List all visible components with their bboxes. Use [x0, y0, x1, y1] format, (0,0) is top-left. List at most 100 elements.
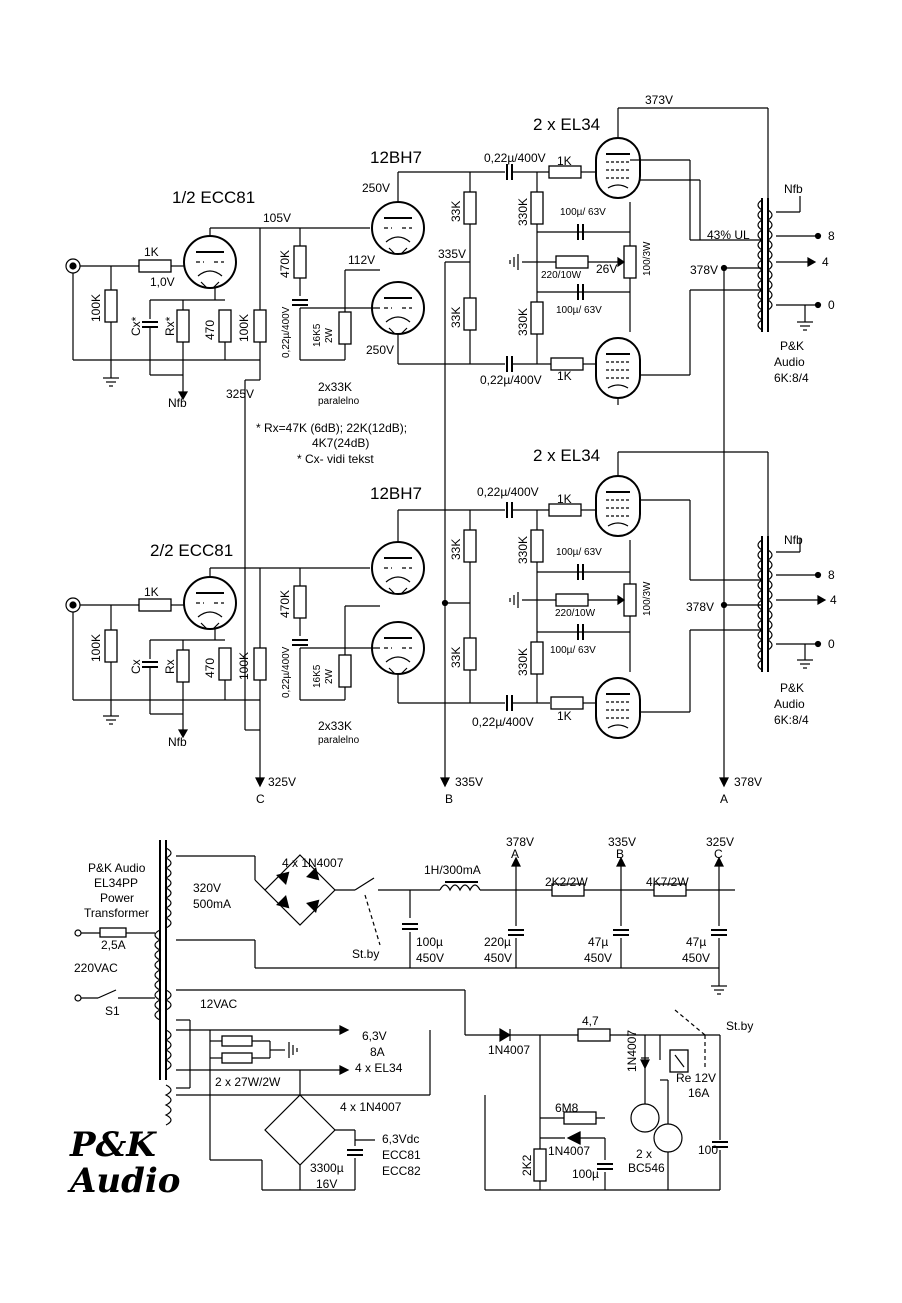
logo-line-2: Audio — [67, 1161, 180, 1201]
label-470-1: 470 — [203, 320, 217, 340]
note-cx: * Cx- vidi tekst — [297, 452, 374, 466]
label-cx-star: Cx* — [129, 316, 143, 336]
label-mains: 220VAC — [74, 961, 118, 975]
label-ps-b: B — [616, 847, 624, 861]
label-c220u-v: 450V — [484, 951, 512, 965]
label-node-c: C — [256, 792, 265, 806]
label-1k-g2: 1K — [557, 369, 572, 383]
label-fuse: 2,5A — [101, 938, 126, 952]
label-par-1b: paralelno — [318, 396, 360, 407]
label-nfb-ot1: Nfb — [784, 182, 803, 196]
label-1k-in1: 1K — [144, 245, 159, 259]
label-cx: Cx — [129, 659, 143, 674]
label-ecc81: ECC81 — [382, 1148, 421, 1162]
label-node-b: B — [445, 792, 453, 806]
label-33k-2: 33K — [449, 307, 463, 328]
label-ps-335v: 335V — [608, 835, 636, 849]
label-sec-320v: 320V — [193, 881, 221, 895]
label-ps-c: C — [714, 847, 723, 861]
label-ps-378v: 378V — [506, 835, 534, 849]
label-c100: 100 — [698, 1143, 718, 1157]
label-4-7: 4,7 — [582, 1014, 599, 1028]
label-100-3w-2: 100/3W — [642, 581, 653, 616]
label-par-2b: paralelno — [318, 735, 360, 746]
label-cap-top-1: 0,22µ/400V — [484, 151, 546, 165]
label-2x: 2 x — [636, 1147, 652, 1161]
label-373v: 373V — [645, 93, 673, 107]
label-100k-4: 100K — [237, 652, 251, 680]
note-rx: * Rx=47K (6dB); 22K(12dB); — [256, 421, 407, 435]
label-330k-2: 330K — [516, 308, 530, 336]
label-ot1-spec: 6K:8/4 — [774, 371, 809, 385]
label-1n4007-a: 1N4007 — [488, 1043, 530, 1057]
label-250v-a: 250V — [362, 181, 390, 195]
label-relay: Re 12V — [676, 1071, 716, 1085]
label-tap8-1: 8 — [828, 229, 835, 243]
label-100k-1: 100K — [89, 294, 103, 322]
label-ot2-audio: Audio — [774, 697, 805, 711]
label-1k-in2: 1K — [144, 585, 159, 599]
label-470k-1: 470K — [278, 250, 292, 278]
label-16k5-1: 16K5 — [312, 323, 323, 347]
label-cap-top-2: 0,22µ/400V — [480, 373, 542, 387]
power-supply — [74, 840, 735, 1191]
label-100-3w-1: 100/3W — [642, 241, 653, 276]
label-2w-1: 2W — [324, 327, 335, 343]
label-1k-g1: 1K — [557, 154, 572, 168]
label-335v-a: 335V — [438, 247, 466, 261]
label-1k-g3: 1K — [557, 492, 572, 506]
label-el34-bottom: 2 x EL34 — [533, 446, 600, 465]
label-pt-1: P&K Audio — [88, 861, 146, 875]
label-100u-63-1: 100µ/ 63V — [560, 207, 606, 218]
label-2k2: 2K2 — [520, 1154, 534, 1176]
label-100u-b: 100µ — [572, 1167, 599, 1181]
label-rectifier-hv: 4 x 1N4007 — [282, 856, 344, 870]
label-bc546: BC546 — [628, 1161, 665, 1175]
label-100u-63-2: 100µ/ 63V — [556, 305, 602, 316]
label-100u-63-4: 100µ/ 63V — [550, 645, 596, 656]
label-6-3v: 6,3V — [362, 1029, 387, 1043]
label-470-2: 470 — [203, 658, 217, 678]
label-nfb-1: Nfb — [168, 396, 187, 410]
label-6-3vdc: 6,3Vdc — [382, 1132, 419, 1146]
label-43-ul: 43% UL — [707, 228, 750, 242]
label-ot2-spec: 6K:8/4 — [774, 713, 809, 727]
label-pt-3: Power — [100, 891, 134, 905]
label-node-a: A — [720, 792, 728, 806]
label-100k-3: 100K — [237, 314, 251, 342]
label-330k-3: 330K — [516, 536, 530, 564]
label-112v: 112V — [348, 253, 375, 267]
label-1k-g4: 1K — [557, 709, 572, 723]
label-ecc82: ECC82 — [382, 1164, 421, 1178]
channel-2 — [65, 451, 827, 788]
label-378v-a: 378V — [690, 263, 718, 277]
label-ps-325v: 325V — [706, 835, 734, 849]
logo-line-1: P&K — [69, 1125, 157, 1165]
label-220-10w-2: 220/10W — [555, 608, 596, 619]
label-stby-2: St.by — [726, 1019, 753, 1033]
label-c47u-2: 47µ — [686, 935, 706, 949]
label-rectifier-lv: 4 x 1N4007 — [340, 1100, 402, 1114]
label-tap8-2: 8 — [828, 568, 835, 582]
label-sec-500ma: 500mA — [193, 897, 231, 911]
label-c220u: 220µ — [484, 935, 511, 949]
label-c47u-1-v: 450V — [584, 951, 612, 965]
label-4xel34: 4 x EL34 — [355, 1061, 403, 1075]
label-16v: 16V — [316, 1177, 337, 1191]
label-tap0-1: 0 — [828, 298, 835, 312]
label-c100u-v: 450V — [416, 951, 444, 965]
label-378v-b: 378V — [686, 600, 714, 614]
label-16k5-2: 16K5 — [312, 664, 323, 688]
label-cap-bot-2: 0,22µ/400V — [472, 715, 534, 729]
label-c100u: 100µ — [416, 935, 443, 949]
label-6m8: 6M8 — [555, 1101, 579, 1115]
labels: 1/2 ECC81 2/2 ECC81 12BH7 12BH7 2 x EL34… — [67, 93, 837, 1201]
label-12bh7-2: 12BH7 — [370, 484, 422, 503]
label-330k-4: 330K — [516, 648, 530, 676]
label-ot1-brand: P&K — [780, 339, 804, 353]
label-ot1-audio: Audio — [774, 355, 805, 369]
label-par-2a: 2x33K — [318, 719, 352, 733]
label-el34-top: 2 x EL34 — [533, 115, 600, 134]
label-250v-b: 250V — [366, 343, 394, 357]
label-8a: 8A — [370, 1045, 385, 1059]
